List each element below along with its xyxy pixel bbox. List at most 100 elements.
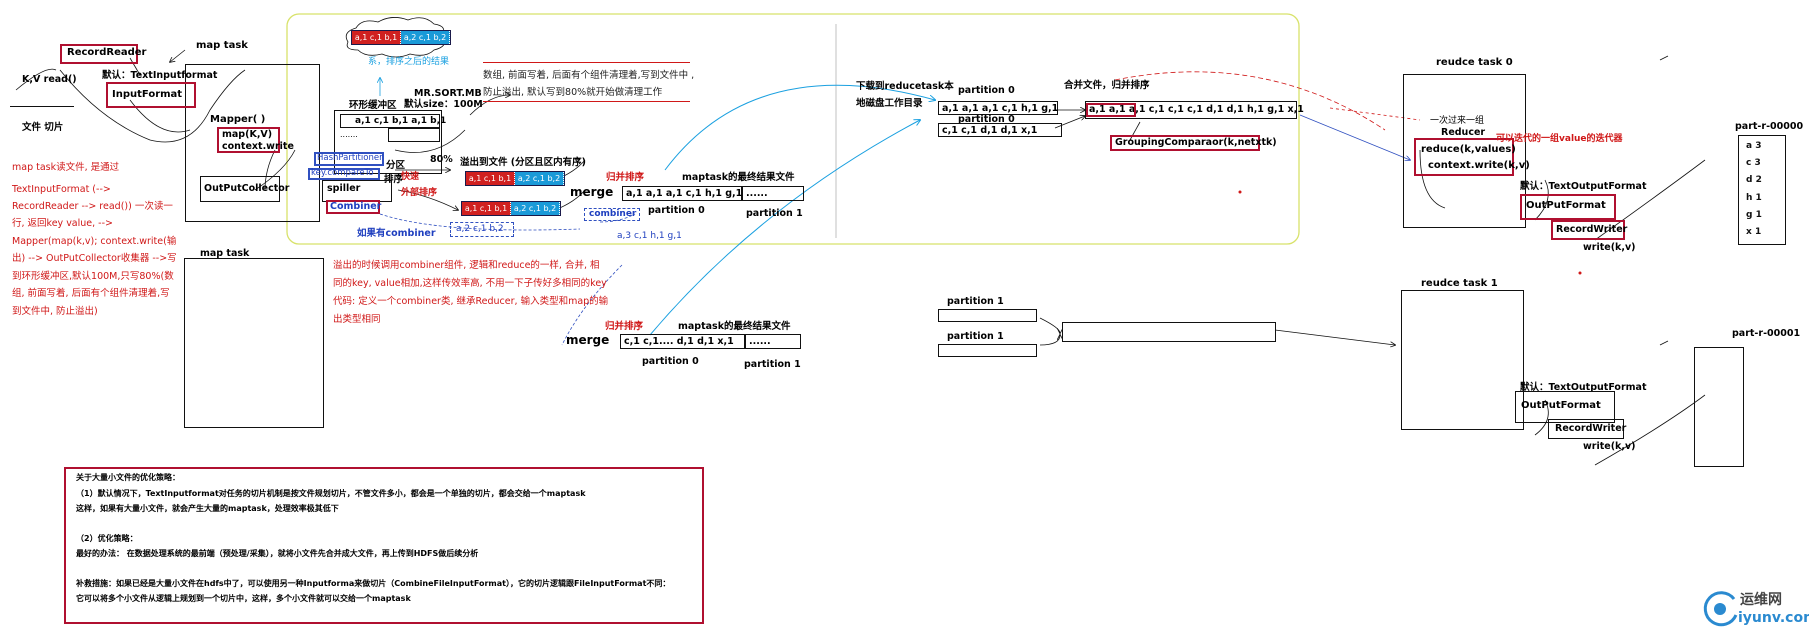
- strategy-title: 关于大量小文件的优化策略：: [76, 473, 180, 482]
- file-slice-box: [10, 106, 74, 138]
- kv-read-label: K,V read(): [22, 74, 77, 85]
- watermark-cn: 运维网: [1740, 592, 1782, 608]
- map-task-label: map task: [196, 40, 248, 51]
- reduce-partition1a-box: [938, 309, 1037, 322]
- record-writer2-box: [1548, 419, 1624, 439]
- second-merge-label: merge: [566, 333, 610, 347]
- reducer-label: Reducer: [1441, 127, 1486, 138]
- second-final-ellipsis-text: ......: [749, 336, 771, 347]
- spill-file-1: a,1 c,1 b,1 a,2 c,1 b,2: [465, 171, 565, 186]
- map-note-line: 行, 返回key value, -->: [12, 218, 113, 229]
- reducer-box: [1414, 138, 1514, 176]
- record-reader-box: [60, 44, 138, 64]
- spill-file-2: a,1 c,1 b,1 a,2 c,1 b,2: [461, 201, 561, 216]
- reduce-partition1b-label: partition 1: [947, 331, 1004, 342]
- output-format-label: OutPutFormat: [1526, 200, 1606, 211]
- record-writer-label: RecordWriter: [1556, 224, 1628, 235]
- hash-partitioner-box: [314, 152, 384, 166]
- second-final-row-text: c,1 c,1.... d,1 d,1 x,1: [624, 336, 734, 347]
- part0-row: x 1: [1746, 227, 1762, 237]
- map-note-line: map task读文件, 是通过: [12, 162, 120, 173]
- strategy-box: [64, 467, 704, 624]
- file-slice-label: 文件 切片: [22, 122, 64, 133]
- ring-buffer-content: a,1 c,1 b,1 a,1 b,1: [355, 116, 447, 126]
- write-kv-label: write(k,v): [1583, 242, 1636, 253]
- combiner-box: [326, 200, 380, 214]
- grouping-label: GroupingComparaor(k,netxtk): [1115, 137, 1277, 148]
- key-compare-label: key.compareTo: [311, 168, 374, 178]
- map-final-file-label: maptask的最终结果文件: [682, 172, 795, 183]
- combiner-result-box: [584, 208, 640, 221]
- strategy-line: 补救措施：如果已经是大量小文件在hdfs中了，可以使用另一种Inputforma…: [76, 579, 671, 588]
- partition-label: 分区: [386, 160, 406, 171]
- map-function-box: [217, 127, 280, 153]
- strategy-line: （1）默认情况下，TextInputformat对任务的切片机制是按文件规划切片…: [76, 489, 586, 498]
- map-note-line: RecordReader --> read()) 一次读一: [12, 201, 173, 212]
- watermark-url: iyunv.com: [1738, 610, 1809, 626]
- mr-sort-mb-label: MR.SORT.MB: [414, 88, 482, 99]
- output-format-box: [1520, 194, 1616, 220]
- reduce-task0-box: [1403, 74, 1526, 228]
- part1-label: part-r-00001: [1732, 328, 1801, 339]
- sorted-chip-red: a,1 c,1 b,1: [352, 31, 401, 44]
- part0-file-box: [1738, 135, 1786, 245]
- reduce-task0-label: reudce task 0: [1436, 57, 1513, 68]
- strategy-line: 这样，如果有大量小文件，就会产生大量的maptask，处理效率极其低下: [76, 504, 339, 513]
- watermark: 运维网 iyunv.com: [1700, 586, 1809, 632]
- mapper-label: Mapper( ): [210, 114, 266, 125]
- reduce-partition1a-label: partition 1: [947, 296, 1004, 307]
- map-kv-label: map(K,V): [222, 129, 273, 140]
- default-input-label: 默认：TextInputformat: [102, 70, 218, 81]
- combiner-result-values: a,3 c,1 h,1 g,1: [617, 231, 682, 241]
- reduce-partition0-label: partition 0: [958, 85, 1015, 96]
- map-note-line: 到环形缓冲区,默认100M,只写80%(数: [12, 271, 174, 282]
- default-size-label: 默认size：100M: [404, 99, 483, 110]
- second-final-file-label: maptask的最终结果文件: [678, 321, 791, 332]
- map-partition0-label: partition 0: [648, 205, 705, 216]
- buffer-note-line: 数组, 前面写着, 后面有个组件清理着,写到文件中 ,: [483, 70, 695, 81]
- spill-file-2-red: a,1 c,1 b,1: [462, 202, 511, 215]
- local-dir-label: 地磁盘工作目录: [856, 98, 923, 109]
- buffer-note-underline-1: [483, 62, 690, 63]
- part0-row: h 1: [1746, 193, 1762, 203]
- part0-row: a 3: [1746, 141, 1762, 151]
- reduce-partition0b-label: partition 0: [958, 114, 1015, 125]
- sorted-chip-blue: a,2 c,1 b,2: [401, 31, 450, 44]
- second-partition1-label: partition 1: [744, 359, 801, 370]
- combined-box-label: a,2 c,1 b,2: [456, 224, 504, 234]
- map-note-line: Mapper(map(k,v); context.write(输: [12, 236, 177, 247]
- spill-file-2-blue: a,2 c,1 b,2: [511, 202, 560, 215]
- reduce-task1-box: [1401, 290, 1524, 430]
- combiner-label: Combiner: [330, 201, 382, 212]
- output-collector-box: [200, 176, 280, 202]
- part0-row: g 1: [1746, 210, 1762, 220]
- map-final-row: a,1 a,1 a,1 c,1 h,1 g,1: [622, 186, 742, 201]
- buffer-note-line: 防止溢出, 默认写到80%就开始做清理工作: [483, 87, 663, 98]
- default-output-label: 默认：TextOutputFormat: [1520, 181, 1647, 192]
- ring-buffer-label: 环形缓冲区: [349, 100, 397, 111]
- map-note-line: TextInputFormat (-->: [12, 184, 111, 195]
- second-final-ellipsis: ......: [745, 334, 801, 349]
- fast-sort-label: 快速: [401, 172, 420, 182]
- merged-file-label: 合并文件，归并排序: [1064, 80, 1150, 91]
- map-task-box: [185, 64, 320, 222]
- map-final-ellipsis: ......: [742, 186, 804, 201]
- download-label: 下载到reducetask本: [856, 81, 954, 92]
- output-collector-label: OutPutCollector: [204, 183, 290, 194]
- part0-label: part-r-00000: [1735, 121, 1804, 132]
- spill-file-1-blue: a,2 c,1 b,2: [515, 172, 564, 185]
- sorted-result-label: 系，排序之后的结果: [368, 57, 450, 67]
- reduce-p0-row2-text: c,1 c,1 d,1 d,1 x,1: [942, 125, 1038, 136]
- part0-row: d 2: [1746, 175, 1762, 185]
- ring-buffer-row: [340, 114, 440, 128]
- map-note-line: 到文件中, 防止溢出): [12, 306, 98, 317]
- strategy-line: （2）优化策略：: [76, 534, 138, 543]
- map-partition1-label: partition 1: [746, 208, 803, 219]
- reduce-p0-row2: c,1 c,1 d,1 d,1 x,1: [938, 123, 1062, 137]
- reduce-partition1b-box: [938, 344, 1037, 357]
- reduce-p0-row1-text: a,1 a,1 a,1 c,1 h,1 g,1: [942, 103, 1059, 114]
- watermark-logo-icon: [1703, 591, 1738, 627]
- combiner-note-line: 溢出的时候调用combiner组件, 逻辑和reduce的一样, 合并, 相: [333, 260, 600, 271]
- ring-buffer-inner: [388, 128, 440, 142]
- second-map-task-box: [184, 258, 324, 428]
